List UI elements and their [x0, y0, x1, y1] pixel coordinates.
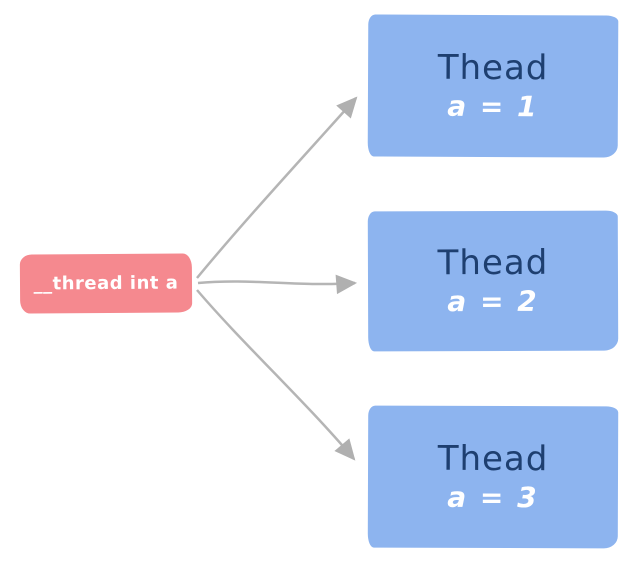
node-thread-2: Thead a = 2 [367, 210, 619, 352]
node-thread-3: Thead a = 3 [367, 405, 619, 549]
thread-1-value: a = 1 [447, 89, 539, 123]
arrow-to-thread-2 [197, 274, 358, 295]
thread-3-value: a = 3 [447, 480, 539, 514]
thread-2-title: Thead [437, 242, 549, 283]
source-label: __thread int a [33, 272, 179, 295]
arrow-to-thread-1 [196, 96, 358, 279]
node-thread-1: Thead a = 1 [367, 14, 619, 158]
thread-3-title: Thead [437, 438, 549, 479]
thread-1-title: Thead [437, 47, 549, 88]
node-thread-variable: __thread int a [19, 253, 193, 314]
thread-2-value: a = 2 [447, 284, 539, 318]
arrow-to-thread-3 [196, 289, 356, 461]
